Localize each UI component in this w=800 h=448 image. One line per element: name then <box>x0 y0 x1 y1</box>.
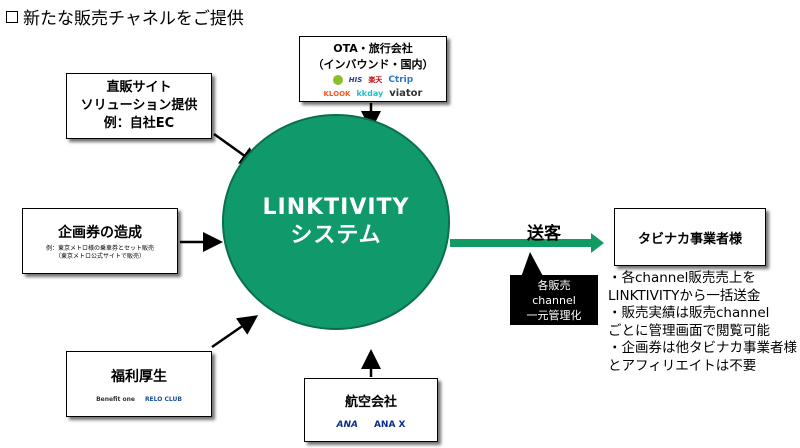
sokyaku-label: 送客 <box>527 224 561 244</box>
center-line1: LINKTIVITY <box>262 195 410 220</box>
ota-title: OTA・旅行会社 <box>333 42 413 55</box>
note-line: ・企画券は他タビナカ事業者様 <box>608 340 797 356</box>
kkday-logo: kkday <box>356 89 384 98</box>
callout-pointer <box>520 252 545 280</box>
note-line: LINKTIVITYから一括送金 <box>608 287 761 304</box>
his-logo: HIS <box>348 76 363 84</box>
sokyaku-arrow <box>450 233 604 253</box>
page-title-text: 新たな販売チャネルをご提供 <box>23 9 244 29</box>
callout-line3: 一元管理化 <box>526 308 582 322</box>
anax-logo: ANA X <box>373 419 406 430</box>
leaf-logo-icon <box>332 75 343 85</box>
direct-line3: 例：自社EC <box>103 116 175 131</box>
ota-logos-row2: KLOOK kkday viator <box>321 88 426 99</box>
benefit-one-logo: Benefit one <box>96 395 135 403</box>
kikaku-sub2: （東京メトロ公式サイトで販売） <box>54 252 145 260</box>
notes-list: ・各channel販売売上を LINKTIVITYから一括送金 ・販売実績は販売… <box>608 270 797 375</box>
direct-line2: ソリューション提供 <box>80 98 198 113</box>
direct-sales-box: 直販サイト ソリューション提供 例：自社EC <box>66 73 212 139</box>
fukuri-title: 福利厚生 <box>111 368 167 385</box>
tabinaka-title: タビナカ事業者様 <box>637 231 742 247</box>
checkbox-square-icon <box>6 10 18 23</box>
linktivity-system-ellipse: LINKTIVITY システム <box>222 114 450 330</box>
arrow-fukuri-diag <box>211 315 259 349</box>
page-title: 新たな販売チャネルをご提供 <box>6 4 244 29</box>
note-line: ・各channel販売売上を <box>608 270 756 286</box>
airline-title: 航空会社 <box>344 394 397 410</box>
ctrip-logo: Ctrip <box>388 75 414 85</box>
viator-logo: viator <box>389 88 423 99</box>
note-line: ・販売実績は販売channel <box>608 305 770 321</box>
ota-subtitle: （インバウンド・国内） <box>312 58 434 71</box>
center-line2: システム <box>290 223 382 248</box>
callout-line1: 各販売 <box>537 278 571 292</box>
relo-club-logo: RELO CLUB <box>144 395 182 403</box>
direct-line1: 直販サイト <box>106 80 172 95</box>
ota-box: OTA・旅行会社 （インバウンド・国内） HIS 楽天 Ctrip KLOOK … <box>299 36 447 102</box>
ana-logo: ANA <box>336 419 358 430</box>
note-line: ごとに管理画面で閲覧可能 <box>608 322 770 339</box>
tabinaka-box: タビナカ事業者様 <box>614 208 766 266</box>
note-line: とアフィリエイトは不要 <box>608 357 757 374</box>
channel-management-callout: 各販売 channel 一元管理化 <box>510 275 598 325</box>
ota-logos-row1: HIS 楽天 Ctrip <box>330 75 416 85</box>
kikaku-sub1: 例：東京メトロ様の乗車券とセット販売 <box>45 244 154 252</box>
fukuri-box: 福利厚生 Benefit one RELO CLUB <box>66 351 212 417</box>
callout-line2: channel <box>532 293 576 307</box>
airline-box: 航空会社 ANA ANA X <box>304 378 438 442</box>
kikaku-title: 企画券の造成 <box>58 224 142 241</box>
klook-logo: KLOOK <box>323 89 351 98</box>
kikaku-box: 企画券の造成 例：東京メトロ様の乗車券とセット販売 （東京メトロ公式サイトで販売… <box>22 208 178 274</box>
rakuten-logo: 楽天 <box>368 76 383 84</box>
